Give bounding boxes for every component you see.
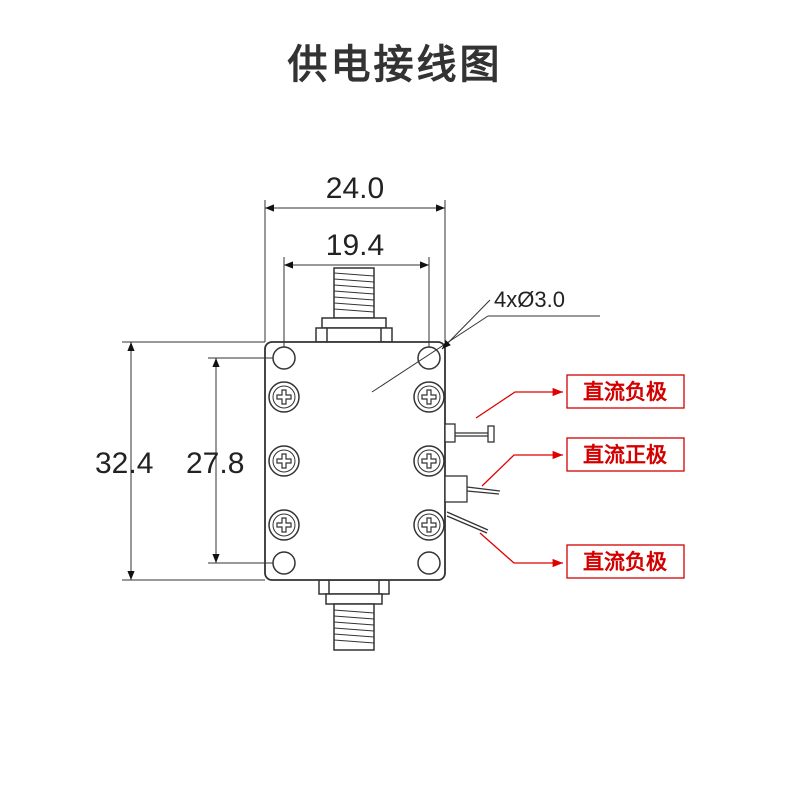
module-housing bbox=[264, 341, 446, 581]
mounting-hole bbox=[417, 346, 441, 370]
screw-icon bbox=[413, 509, 445, 541]
mounting-hole bbox=[417, 551, 441, 575]
screw-icon bbox=[268, 445, 300, 477]
hole-callout: 4xØ3.0 bbox=[494, 287, 565, 312]
screw-icon bbox=[413, 381, 445, 413]
screws bbox=[268, 381, 445, 541]
mounting-hole bbox=[272, 346, 296, 370]
svg-text:直流负极: 直流负极 bbox=[583, 380, 668, 404]
bottom-sma-connector bbox=[318, 579, 390, 651]
screw-icon bbox=[413, 445, 445, 477]
mounting-hole bbox=[272, 551, 296, 575]
mounting-holes bbox=[272, 346, 441, 575]
dim-overall-height: 32.4 bbox=[95, 447, 153, 480]
top-sma-connector bbox=[315, 267, 393, 343]
svg-text:直流正极: 直流正极 bbox=[583, 443, 668, 467]
screw-icon bbox=[268, 509, 300, 541]
diagram-title: 供电接线图 bbox=[287, 42, 503, 88]
svg-text:直流负极: 直流负极 bbox=[583, 550, 668, 574]
dimension-lines bbox=[122, 200, 600, 581]
power-terminals bbox=[444, 423, 501, 534]
label-dc-negative-bottom: 直流负极 bbox=[566, 544, 685, 579]
screw-icon bbox=[268, 381, 300, 413]
dim-hole-spacing-height: 27.8 bbox=[186, 447, 244, 480]
callout-arrows bbox=[475, 387, 563, 568]
label-dc-negative-top: 直流负极 bbox=[566, 374, 685, 409]
label-dc-positive: 直流正极 bbox=[566, 437, 685, 472]
dim-hole-spacing-width: 19.4 bbox=[326, 229, 384, 262]
dim-overall-width: 24.0 bbox=[326, 172, 384, 205]
